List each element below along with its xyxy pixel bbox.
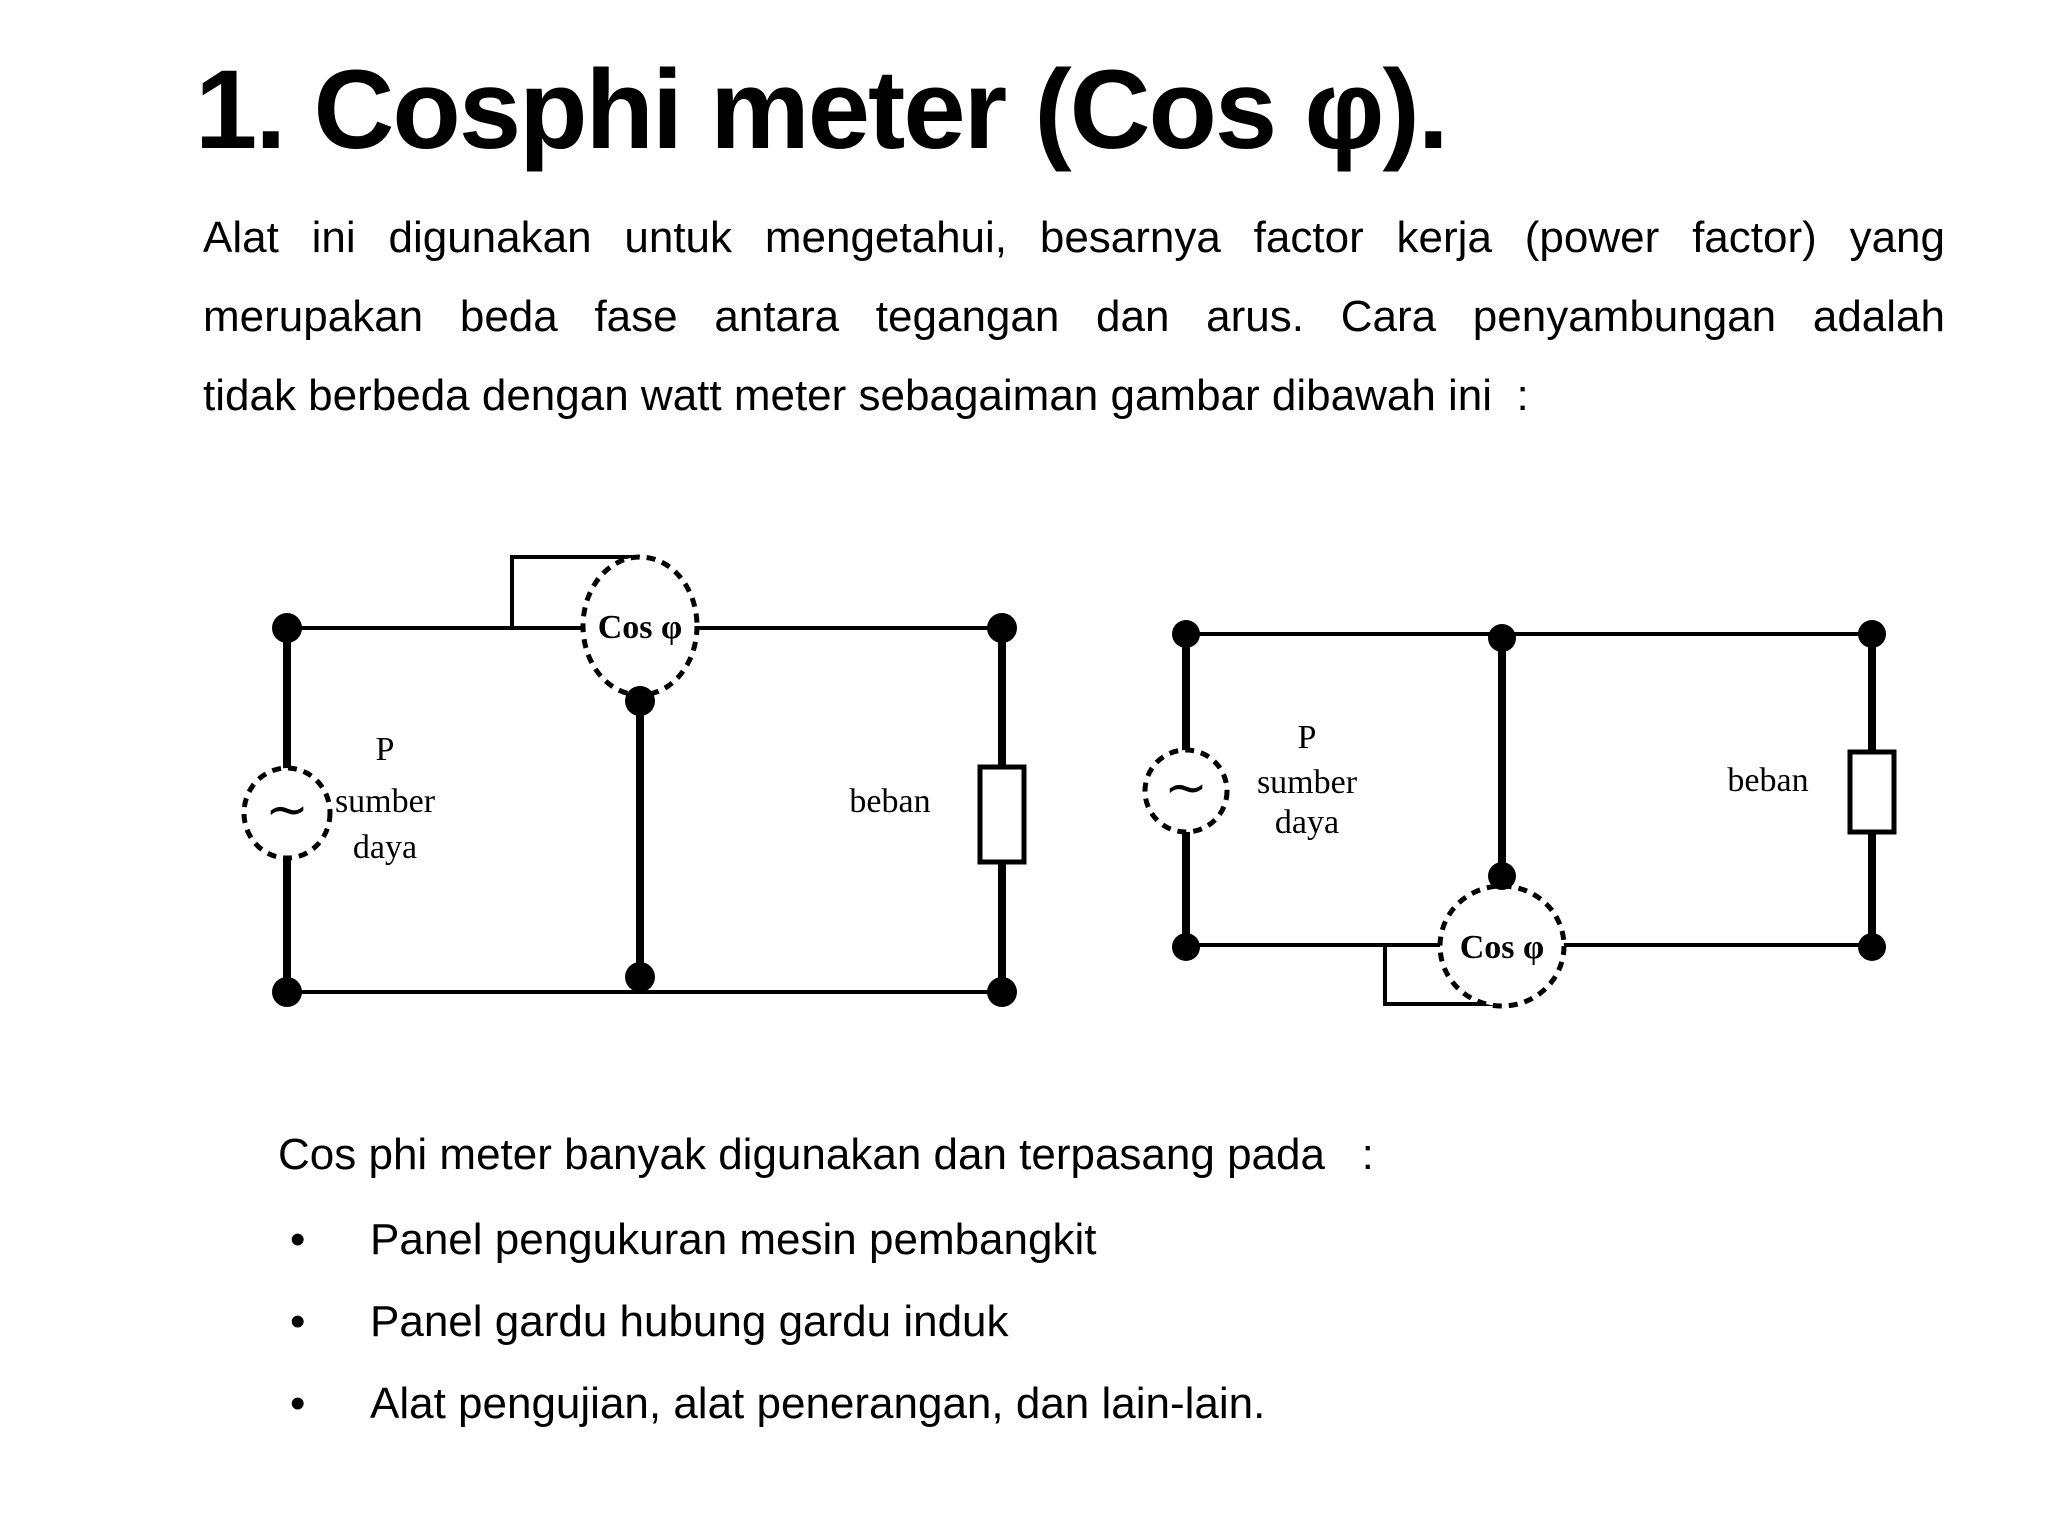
junction-node xyxy=(272,613,302,643)
paragraph-line: Alat ini digunakan untuk mengetahui, bes… xyxy=(203,213,1945,262)
list-item-text: Panel gardu hubung gardu induk xyxy=(370,1297,1009,1346)
source-name-line: daya xyxy=(1275,804,1339,841)
right-load-resistor xyxy=(1847,749,1897,835)
right-voltage-coil-jumper xyxy=(1383,945,1496,1006)
ac-source-symbol: ∼ xyxy=(265,782,309,839)
junction-node xyxy=(1858,620,1886,648)
circuit-diagram-right: Cos φ ∼ P sumber daya beban xyxy=(1142,620,1897,1009)
junction-node xyxy=(987,613,1017,643)
junction-node xyxy=(1858,933,1886,961)
junction-node xyxy=(987,977,1017,1007)
source-name-line: P xyxy=(376,731,395,768)
right-cosphi-meter-circle xyxy=(1437,883,1567,1009)
list-item: • Panel gardu hubung gardu induk xyxy=(290,1297,1009,1347)
source-name-line: daya xyxy=(353,829,417,866)
list-item-text: Panel pengukuran mesin pembangkit xyxy=(370,1215,1097,1264)
left-voltage-coil-jumper xyxy=(510,555,640,628)
junction-node xyxy=(1172,933,1200,961)
circuit-diagram-left: Cos φ ∼ P sumber daya beban xyxy=(241,554,1027,1007)
junction-node xyxy=(1488,862,1516,890)
load-label: beban xyxy=(1727,762,1808,799)
junction-node xyxy=(625,686,655,716)
source-name-line: sumber xyxy=(1257,764,1358,801)
source-name-line: P xyxy=(1298,719,1317,756)
right-ac-source-circle xyxy=(1142,747,1230,835)
junction-node xyxy=(1488,624,1516,652)
junction-node xyxy=(1172,620,1200,648)
bullet-icon: • xyxy=(290,1297,306,1346)
junction-node xyxy=(272,977,302,1007)
usage-intro-text: Cos phi meter banyak digunakan dan terpa… xyxy=(278,1130,1374,1179)
list-item: • Alat pengujian, alat penerangan, dan l… xyxy=(290,1379,1265,1429)
ac-source-symbol: ∼ xyxy=(1164,760,1208,817)
bullet-icon: • xyxy=(290,1215,306,1264)
list-item-text: Alat pengujian, alat penerangan, dan lai… xyxy=(370,1379,1266,1428)
bullet-icon: • xyxy=(290,1379,306,1428)
paragraph-line: merupakan beda fase antara tegangan dan … xyxy=(203,292,1945,341)
source-name-line: sumber xyxy=(335,783,436,820)
paragraph-line: tidak berbeda dengan watt meter sebagaim… xyxy=(203,371,1529,420)
cosphi-meter-label: Cos φ xyxy=(598,609,683,646)
cosphi-meter-label: Cos φ xyxy=(1460,929,1545,966)
list-item: • Panel pengukuran mesin pembangkit xyxy=(290,1215,1096,1265)
page-title: 1. Cosphi meter (Cos φ). xyxy=(195,47,1449,172)
left-ac-source-circle xyxy=(241,765,333,861)
left-load-resistor xyxy=(977,764,1027,865)
intro-paragraph: Alat ini digunakan untuk mengetahui, bes… xyxy=(203,198,1945,435)
junction-node xyxy=(625,962,655,992)
load-label: beban xyxy=(849,783,930,820)
